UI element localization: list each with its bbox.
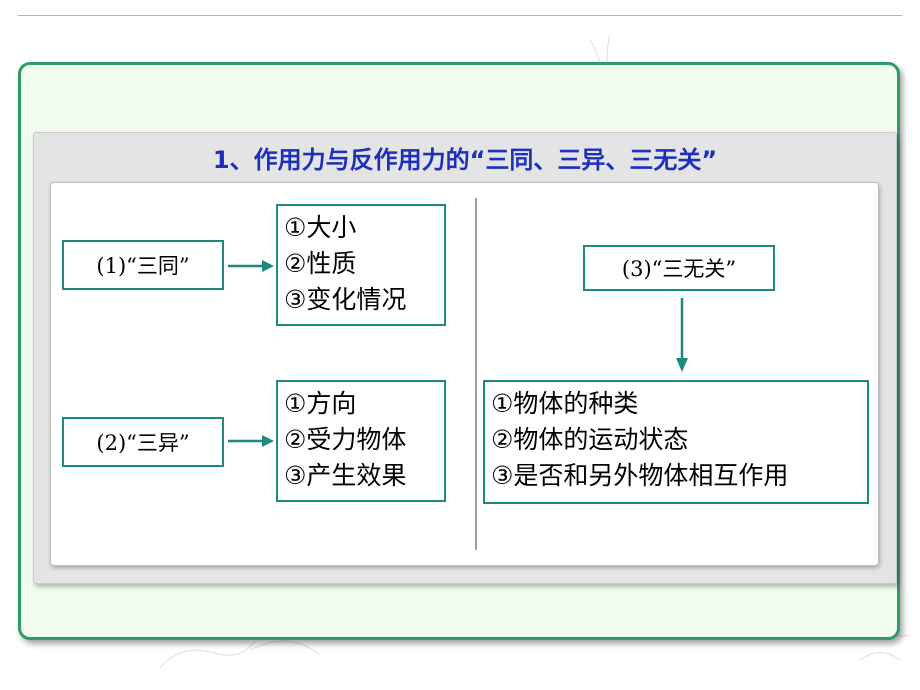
different-item: ③产生效果 <box>284 461 407 490</box>
same-label-box: (1)“三同” <box>62 240 224 290</box>
same-item: ①大小 <box>284 213 357 242</box>
same-items-box: ①大小 ②性质 ③变化情况 <box>276 204 446 326</box>
different-arrow <box>228 435 274 447</box>
top-rule <box>18 15 902 16</box>
unrelated-item: ②物体的运动状态 <box>491 425 689 454</box>
unrelated-item: ③是否和另外物体相互作用 <box>491 461 789 490</box>
unrelated-label-box: (3)“三无关” <box>583 245 775 291</box>
diagram-title: 1、作用力与反作用力的“三同、三异、三无关” <box>212 146 718 174</box>
different-item: ①方向 <box>284 389 357 418</box>
same-arrow <box>228 260 274 272</box>
same-label: (1)“三同” <box>96 254 190 278</box>
same-item: ②性质 <box>284 249 357 278</box>
unrelated-items-box: ①物体的种类 ②物体的运动状态 ③是否和另外物体相互作用 <box>483 380 869 504</box>
same-item: ③变化情况 <box>284 285 407 314</box>
unrelated-item: ①物体的种类 <box>491 389 639 418</box>
different-item: ②受力物体 <box>284 425 407 454</box>
column-divider <box>475 198 477 550</box>
unrelated-label: (3)“三无关” <box>621 257 737 281</box>
unrelated-arrow <box>676 298 688 372</box>
different-items-box: ①方向 ②受力物体 ③产生效果 <box>276 380 446 502</box>
different-label-box: (2)“三异” <box>62 417 224 467</box>
different-label: (2)“三异” <box>96 431 190 455</box>
